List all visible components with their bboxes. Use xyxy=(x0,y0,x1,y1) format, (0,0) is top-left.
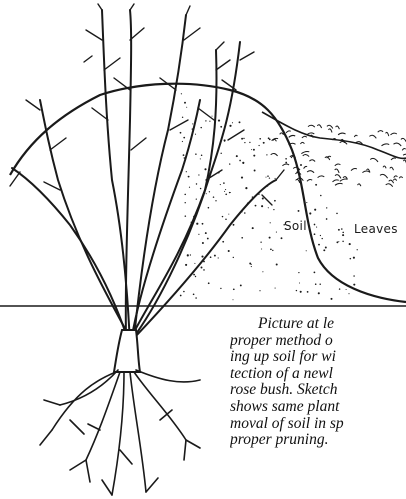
caption: Picture at le proper method o ing up soi… xyxy=(230,316,406,449)
caption-line: ing up soil for wi xyxy=(230,349,406,366)
leaf-pile-outline xyxy=(262,112,406,158)
leaves-label: Leaves xyxy=(354,222,398,236)
soil-label: Soil xyxy=(284,219,307,233)
caption-line: proper pruning. xyxy=(230,432,406,449)
rose-canes xyxy=(12,10,276,345)
soil-stipple xyxy=(180,93,358,300)
caption-line: tection of a newl xyxy=(230,366,406,383)
rose-twigs xyxy=(10,4,284,205)
rose-roots xyxy=(40,330,200,495)
leaf-pile-texture xyxy=(271,125,406,187)
caption-line: rose bush. Sketch xyxy=(230,382,406,399)
caption-line: Picture at le xyxy=(230,316,406,333)
soil-mound-outline xyxy=(10,84,406,302)
caption-line: shows same plant xyxy=(230,399,406,416)
caption-line: proper method o xyxy=(230,333,406,350)
caption-line: moval of soil in sp xyxy=(230,416,406,433)
